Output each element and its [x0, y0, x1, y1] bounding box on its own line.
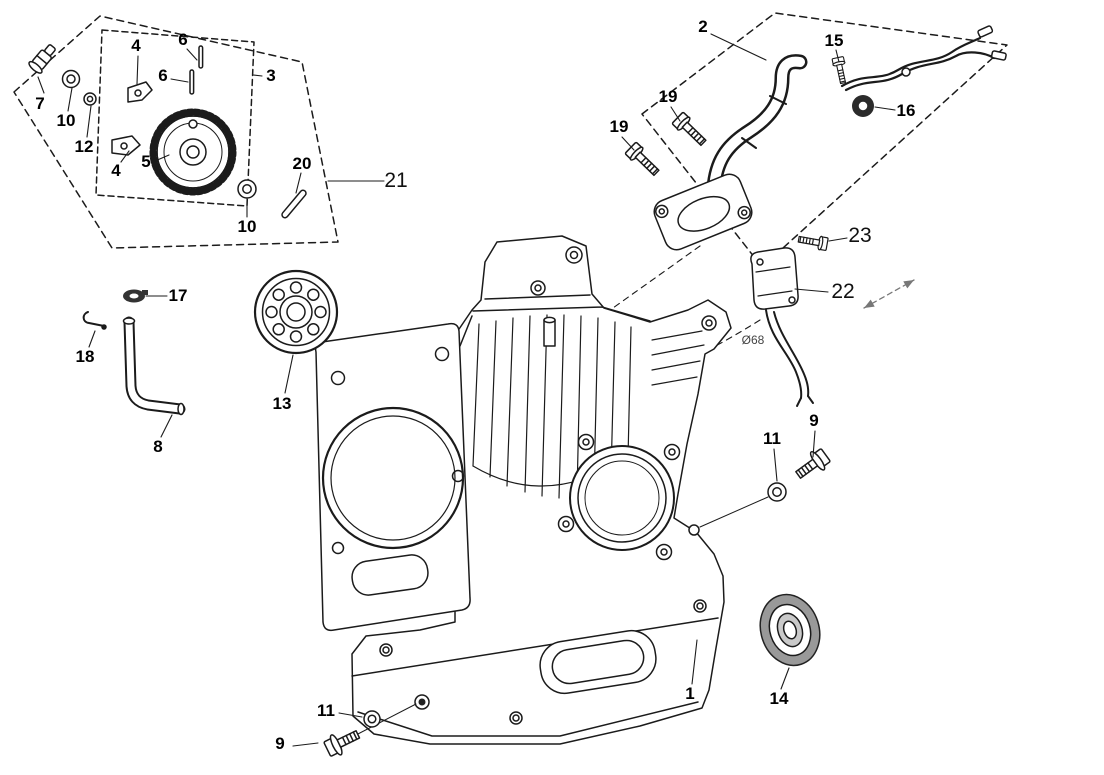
- cylinder-stud: [543, 316, 556, 347]
- callout-4a: 4: [131, 36, 141, 55]
- callout-13: 13: [272, 394, 292, 413]
- ignition-coil-illustration: [750, 247, 814, 407]
- callout-17: 17: [168, 286, 188, 305]
- pin-part-6b: [189, 69, 195, 95]
- dowel-pin-part-20: [281, 189, 307, 219]
- dimension-label-68: Ø68: [741, 333, 765, 347]
- callout-7: 7: [35, 94, 45, 113]
- callout-6b: 6: [158, 66, 168, 85]
- gap-direction-arrow: [863, 279, 915, 309]
- callout-4b: 4: [111, 161, 121, 180]
- governor-weight-part-4a: [127, 81, 153, 103]
- cylinder-gasket-illustration: [314, 315, 473, 632]
- breather-tube-illustration: [706, 54, 808, 196]
- callout-20: 20: [292, 154, 312, 173]
- callout-14: 14: [769, 689, 789, 708]
- washer-part-11b: [363, 710, 381, 728]
- callout-18: 18: [75, 347, 95, 366]
- bolt-washer-right-group: [699, 445, 833, 528]
- callout-22: 22: [831, 280, 855, 303]
- breather-cover-illustration: [653, 173, 753, 251]
- callout-12: 12: [74, 137, 94, 156]
- callout-21: 21: [384, 169, 408, 192]
- washer-part-10a: [61, 69, 81, 89]
- callout-19b: 19: [609, 117, 629, 136]
- oil-seal-illustration: [759, 593, 821, 667]
- clamp-part-17: [123, 289, 148, 303]
- callout-6a: 6: [178, 30, 188, 49]
- wire-harness-illustration: [840, 25, 1007, 92]
- bolt-part-15: [831, 55, 850, 85]
- pin-part-6a: [198, 45, 204, 69]
- crankcase-illustration: [314, 235, 732, 745]
- washer-part-10b: [237, 179, 257, 199]
- camshaft-gear-part-5: [149, 108, 237, 196]
- callout-1: 1: [685, 684, 695, 703]
- callout-19a: 19: [658, 87, 678, 106]
- leader-lines: [37, 33, 896, 747]
- camshaft-assembly-illustration: [13, 15, 339, 249]
- callout-3: 3: [266, 66, 276, 85]
- callout-15: 15: [824, 31, 844, 50]
- bolt-part-19b: [623, 140, 664, 180]
- bolt-part-9a: [790, 445, 833, 485]
- bolt-part-9b: [321, 723, 364, 760]
- bolt-part-23: [796, 231, 829, 252]
- mounting-base: [351, 599, 719, 737]
- callout-9b: 9: [275, 734, 285, 753]
- callout-8: 8: [153, 437, 163, 456]
- callout-16: 16: [896, 101, 916, 120]
- pin-part-7: [28, 44, 56, 74]
- governor-weight-part-4b: [111, 135, 141, 156]
- callout-23: 23: [848, 224, 872, 247]
- bolt-washer-bottom-group: [321, 703, 417, 760]
- breather-assembly-illustration: [623, 12, 1008, 268]
- tube-group-illustration: [82, 289, 186, 416]
- callout-11a: 11: [763, 429, 781, 448]
- crankshaft-boss: [557, 433, 700, 561]
- grommet-part-16: [852, 95, 874, 117]
- callout-10b: 10: [237, 217, 257, 236]
- callout-9a: 9: [809, 411, 819, 430]
- clip-part-18: [82, 311, 107, 330]
- ball-bearing-illustration: [253, 269, 339, 355]
- callout-11b: 11: [317, 701, 335, 720]
- callout-2: 2: [698, 17, 708, 36]
- tube-part-8: [122, 316, 186, 416]
- washer-part-12: [83, 92, 97, 106]
- callout-5: 5: [141, 152, 151, 171]
- washer-part-11a: [767, 482, 787, 502]
- callout-10a: 10: [56, 111, 76, 130]
